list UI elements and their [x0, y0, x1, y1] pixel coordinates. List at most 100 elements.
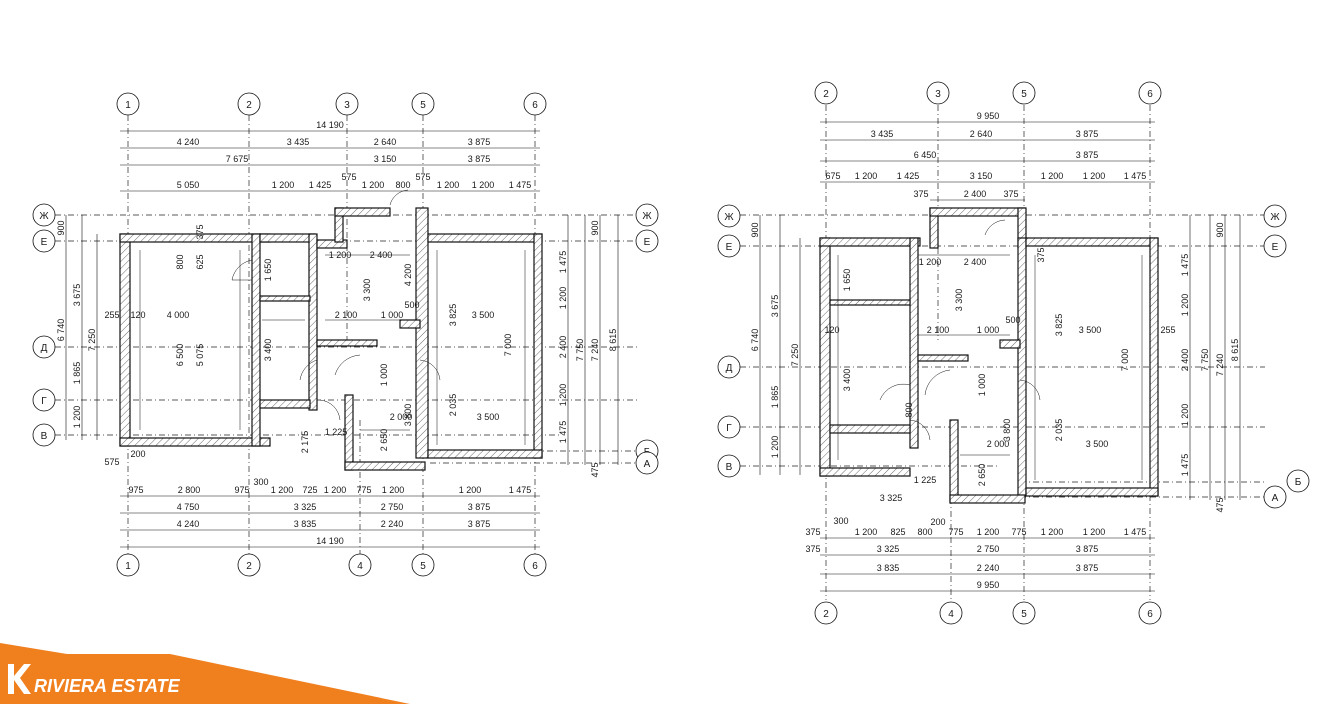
dim-text: 975	[234, 485, 249, 495]
dim-text: 3 835	[877, 563, 900, 573]
dim-text: 775	[948, 527, 963, 537]
room-dim-text: 375	[1036, 247, 1046, 262]
room-dim-text: 2 650	[379, 429, 389, 452]
brand-banner-tail	[170, 654, 410, 704]
dim-text: 675	[825, 171, 840, 181]
room-dim-text: 2 000	[987, 439, 1010, 449]
left-axis-bubbles-right: Ж Е Б А	[635, 203, 659, 475]
room-dim-text: 1 000	[381, 310, 404, 320]
room-dim-text: 2 400	[964, 257, 987, 267]
dim-text: 1 200	[382, 485, 405, 495]
dim-text: 1 200	[271, 485, 294, 495]
room-dim-text: 2 035	[448, 394, 458, 417]
room-dim-text: 800	[175, 254, 185, 269]
right-axis-bubbles-top: 2 3 5 6	[814, 81, 1162, 105]
room-dim-text: 5 075	[195, 344, 205, 367]
dim-text: 1 200	[437, 180, 460, 190]
axis-label: А	[1272, 493, 1279, 504]
dim-text: 1 425	[897, 171, 920, 181]
room-dim-text: 200	[130, 449, 145, 459]
axis-label: 1	[125, 100, 131, 111]
room-dim-text: 300	[833, 516, 848, 526]
dim-text: 3 150	[970, 171, 993, 181]
axis-label: 6	[1147, 89, 1153, 100]
dim-text: 1 475	[1124, 527, 1147, 537]
dim-text: 2 640	[970, 129, 993, 139]
room-dim-text: 3 500	[472, 310, 495, 320]
axis-label: 5	[420, 561, 426, 572]
axis-label: Г	[726, 423, 732, 434]
dim-text: 1 200	[770, 436, 780, 459]
room-dim-text: 1 650	[842, 269, 852, 292]
dim-text: 375	[805, 527, 820, 537]
axis-label: 3	[344, 100, 350, 111]
room-dim-text: 120	[130, 310, 145, 320]
dim-text: 6 740	[750, 329, 760, 352]
dim-text: 1 475	[558, 251, 568, 274]
right-dimension-texts: 9 950 3 435 2 640 3 875 6 450 3 875 675 …	[750, 111, 1240, 590]
dim-text: 200	[930, 517, 945, 527]
axis-label: 1	[125, 561, 131, 572]
dim-text: 825	[890, 527, 905, 537]
left-axis-bubbles-bottom: 1 2 4 5 6	[116, 553, 547, 577]
dim-text: 3 675	[72, 284, 82, 307]
dim-text: 1 865	[770, 386, 780, 409]
dim-text: 9 950	[977, 111, 1000, 121]
room-dim-text: 2 400	[370, 250, 393, 260]
brand-logo: RIVIERA ESTATE	[0, 643, 410, 704]
dim-text: 1 475	[1180, 254, 1190, 277]
dim-text: 1 200	[558, 287, 568, 310]
axis-label: 4	[948, 609, 954, 620]
right-dim-lines	[759, 121, 1241, 592]
dim-text: 1 200	[558, 384, 568, 407]
room-dim-text: 2 100	[335, 310, 358, 320]
dim-text: 4 750	[177, 502, 200, 512]
dim-text: 2 400	[964, 189, 987, 199]
dim-text: 1 200	[1083, 527, 1106, 537]
dim-text: 4 240	[177, 519, 200, 529]
dim-text: 2 400	[558, 336, 568, 359]
axis-label: Д	[726, 363, 733, 374]
dim-text: 3 875	[1076, 129, 1099, 139]
dim-text: 2 800	[178, 485, 201, 495]
room-dim-text: 7 000	[1120, 349, 1130, 372]
dim-text: 2 240	[977, 563, 1000, 573]
dim-text: 2 640	[374, 137, 397, 147]
dim-text: 1 475	[1124, 171, 1147, 181]
dim-text: 1 475	[558, 421, 568, 444]
dim-text: 1 475	[1180, 454, 1190, 477]
room-dim-text: 1 000	[977, 325, 1000, 335]
dim-text: 725	[302, 485, 317, 495]
room-dim-text: 2 175	[300, 431, 310, 454]
axis-label: 5	[420, 100, 426, 111]
axis-label: Е	[644, 237, 651, 248]
axis-label: Ж	[1270, 212, 1280, 223]
dim-text: 1 200	[72, 406, 82, 429]
dim-text: 1 200	[324, 485, 347, 495]
room-dim-text: 800	[904, 402, 914, 417]
room-dim-text: 3 825	[1054, 314, 1064, 337]
axis-label: 6	[532, 100, 538, 111]
dim-text: 1 865	[72, 362, 82, 385]
room-dim-text: 1 225	[914, 475, 937, 485]
dim-text: 1 200	[272, 180, 295, 190]
dim-text: 3 875	[468, 154, 491, 164]
axis-label: Е	[41, 237, 48, 248]
dim-text: 1 200	[1180, 404, 1190, 427]
room-dim-text: 3 825	[448, 304, 458, 327]
left-dim-lines	[65, 130, 619, 548]
left-walls	[119, 207, 543, 471]
dim-text: 2 240	[381, 519, 404, 529]
dim-text: 3 875	[468, 502, 491, 512]
dim-text: 6 450	[914, 150, 937, 160]
right-walls	[819, 207, 1159, 504]
axis-label: 2	[246, 561, 252, 572]
dim-text: 3 875	[1076, 150, 1099, 160]
room-dim-text: 3 400	[263, 339, 273, 362]
room-dim-text: 3 500	[1086, 439, 1109, 449]
dim-text: 7 250	[790, 344, 800, 367]
dim-text: 1 475	[509, 485, 532, 495]
dim-text: 3 675	[770, 295, 780, 318]
dim-text: 3 875	[1076, 544, 1099, 554]
